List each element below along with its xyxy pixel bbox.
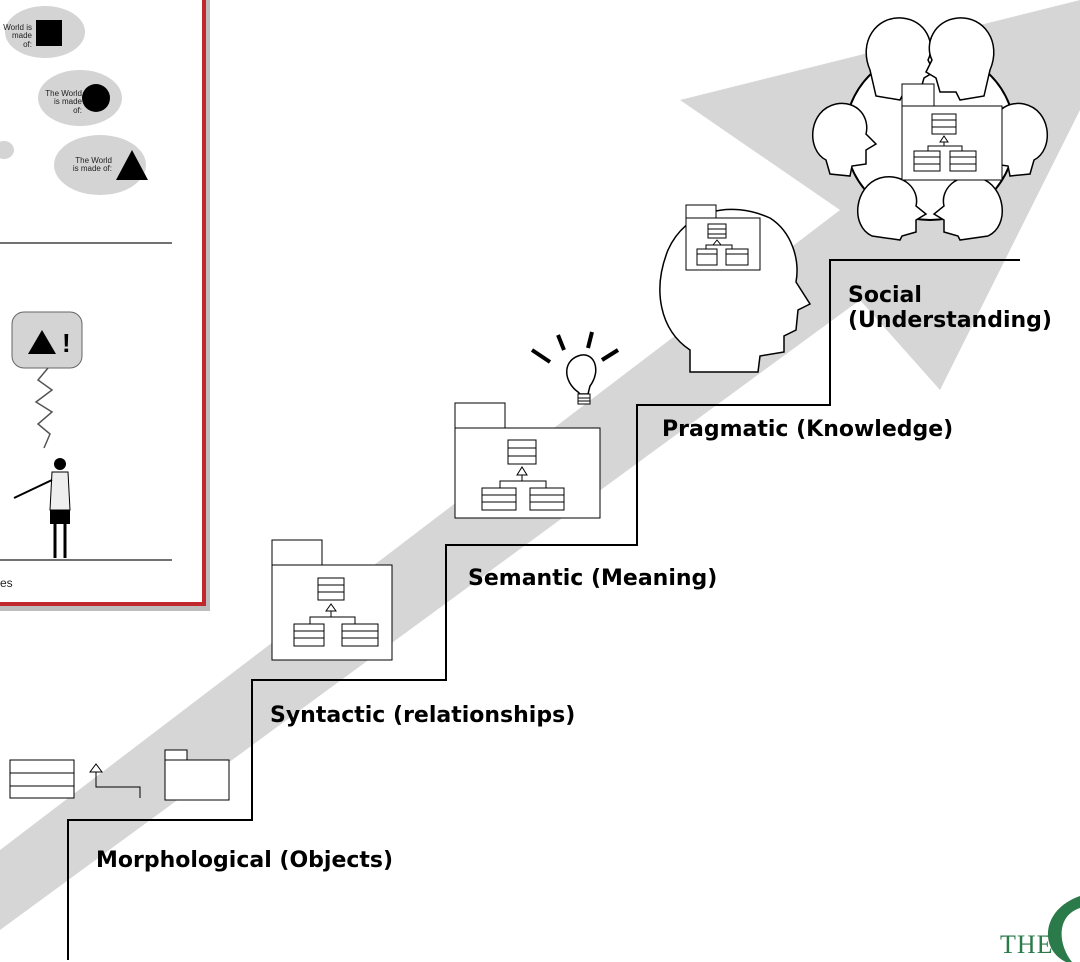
exclaim-mark: ! bbox=[62, 328, 71, 358]
square-shape-icon bbox=[36, 20, 62, 46]
package-diagram-icon bbox=[685, 204, 761, 271]
zigzag-connector bbox=[34, 367, 54, 449]
package-diagram-icon bbox=[454, 402, 601, 519]
label-social: Social (Understanding) bbox=[848, 283, 1052, 334]
label-syntactic: Syntactic (relationships) bbox=[270, 703, 576, 728]
class-box-icon bbox=[9, 759, 75, 799]
circle-shape-icon bbox=[82, 84, 110, 112]
logo-text: THE bbox=[1000, 930, 1054, 959]
label-semantic: Semantic (Meaning) bbox=[468, 566, 718, 591]
bubble-text-circle: The World is made of: bbox=[45, 89, 82, 115]
person-figure-icon bbox=[13, 458, 71, 558]
warning-triangle-icon bbox=[28, 330, 56, 354]
inset-panel bbox=[0, 0, 210, 611]
logo-swoosh-icon bbox=[1047, 896, 1080, 962]
package-diagram-icon bbox=[901, 83, 1003, 181]
small-bubble bbox=[0, 141, 14, 159]
package-diagram-icon bbox=[271, 539, 393, 661]
inheritance-arrow-icon bbox=[89, 763, 141, 798]
bubble-text-triangle: The World is made of: bbox=[72, 156, 112, 174]
inset-caption: es bbox=[0, 576, 13, 590]
bubble-text-square: World is made of: bbox=[3, 23, 32, 49]
label-morphological: Morphological (Objects) bbox=[96, 848, 394, 873]
label-pragmatic: Pragmatic (Knowledge) bbox=[662, 417, 954, 442]
thought-bubble-circle bbox=[38, 70, 122, 126]
triangle-shape-icon bbox=[116, 150, 148, 180]
package-icon bbox=[164, 749, 230, 801]
lightbulb-icon bbox=[530, 331, 620, 405]
staircase-line bbox=[67, 259, 1020, 960]
